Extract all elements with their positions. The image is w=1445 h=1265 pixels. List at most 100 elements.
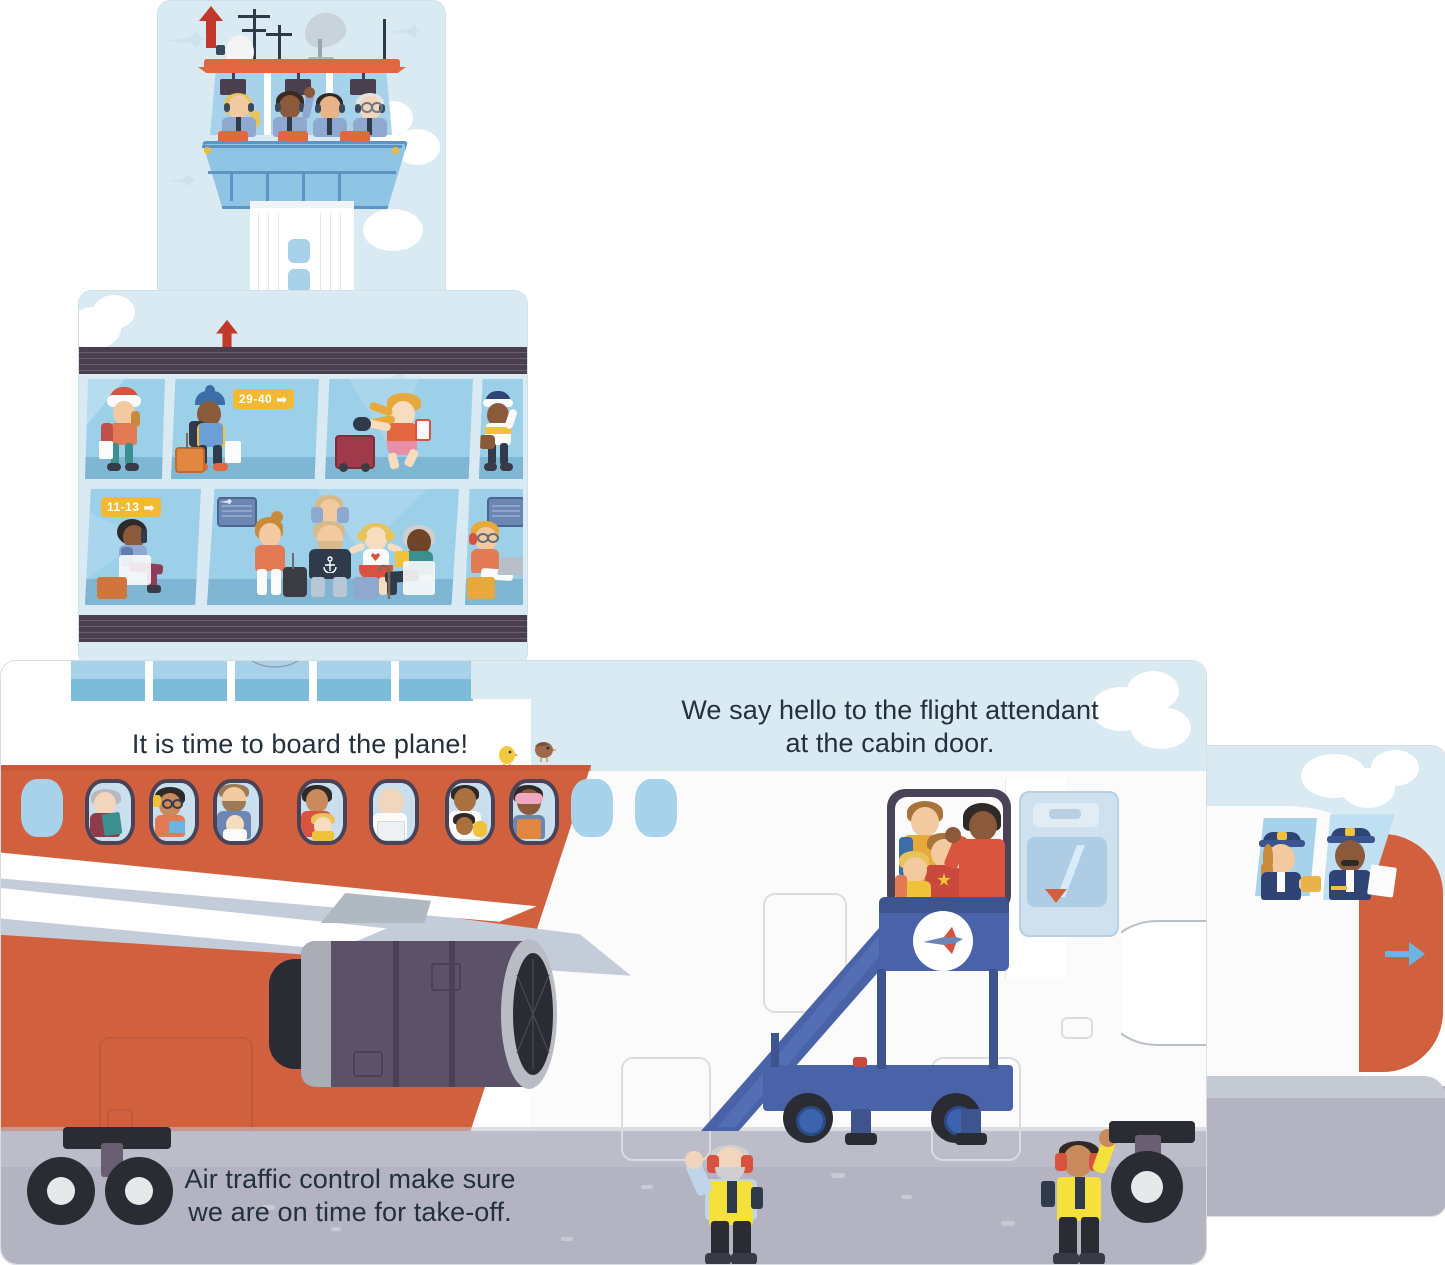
balcony-post: [266, 171, 269, 201]
door-handle: [1049, 809, 1081, 819]
cabin-window-sleep-mask: [509, 779, 559, 845]
seat: [403, 561, 435, 595]
engine-panel: [353, 1051, 383, 1077]
gate-sign-label: 11-13: [107, 500, 140, 514]
terminal-page[interactable]: 29-40 ➡: [78, 290, 528, 667]
stabiliser-foot: [955, 1133, 987, 1145]
beard: [715, 1167, 745, 1181]
ghost-plane-icon: [168, 173, 196, 187]
cargo-hold-door: [621, 1057, 711, 1161]
coffee-cup: [415, 419, 431, 441]
tower-cab-roof: [204, 59, 400, 70]
fuselage-seam: [1, 765, 591, 771]
shoulder-bag: [467, 577, 495, 599]
caption-board-plane: It is time to board the plane!: [131, 729, 469, 759]
handbag: [353, 577, 379, 599]
terminal-wall: [471, 661, 531, 699]
boarding-scene-page[interactable]: [0, 660, 1207, 1265]
newspaper: [377, 821, 405, 841]
sky-background: [531, 661, 1206, 786]
ghost-plane-icon: [391, 24, 421, 38]
monitor: [220, 79, 246, 95]
radio: [751, 1187, 763, 1209]
cloud: [1127, 671, 1179, 711]
airline-logo: [913, 911, 973, 971]
antenna-crossbar: [266, 33, 292, 36]
cloud: [93, 295, 135, 329]
cabin-window-father-baby: [213, 779, 263, 845]
tarmac-speckle: [901, 1195, 912, 1199]
baby-body: [223, 829, 247, 841]
platform-edge: [879, 897, 1009, 913]
cloud: [363, 209, 423, 251]
balcony-rail: [202, 145, 402, 148]
tie: [1075, 1177, 1085, 1209]
cloud: [1131, 707, 1191, 749]
caption-line: at the cabin door.: [785, 728, 995, 759]
beard: [222, 801, 246, 813]
antenna-mast: [278, 25, 281, 67]
tie: [727, 1181, 737, 1213]
toy: [473, 821, 487, 837]
cap-badge: [1345, 828, 1355, 836]
antenna-crossbar: [242, 29, 266, 32]
shaft-window: [288, 239, 310, 263]
terminal-window: [207, 489, 459, 605]
tablet: [169, 821, 185, 833]
shoulder-bag: [479, 435, 495, 449]
camera-icon: [216, 45, 225, 55]
terminal-glass-panel: [315, 661, 393, 703]
caption-line: We say hello to the flight attendant: [681, 695, 1099, 725]
headphone-cup: [153, 795, 161, 807]
engine-band: [301, 941, 331, 1087]
caption-air-traffic-control: Air traffic control make sure we are on …: [130, 1163, 570, 1230]
case-handle: [353, 417, 371, 431]
balcony-post: [230, 171, 233, 201]
gate-sign-upper[interactable]: 29-40 ➡: [233, 389, 294, 409]
sleep-mask: [515, 793, 543, 804]
cap-badge: [1277, 832, 1287, 840]
gate-sign-lower[interactable]: 11-13 ➡: [101, 497, 161, 517]
gear-bay: [63, 1127, 171, 1149]
up-arrow-icon: [199, 6, 223, 48]
laptop: [497, 557, 523, 575]
stabiliser-foot: [845, 1133, 877, 1145]
gate-sign-label: 29-40: [239, 392, 273, 406]
rear-gear-bay: [1109, 1121, 1195, 1143]
truck-stabiliser: [851, 1109, 871, 1137]
platform-leg: [877, 969, 886, 1069]
whip-antenna: [383, 19, 386, 67]
aircraft-shadow: [1, 1127, 1206, 1167]
tower-base-outline: [251, 661, 299, 668]
cabin-window-with-toy: [445, 779, 495, 845]
up-arrow-icon: [216, 319, 238, 359]
cloud: [1371, 750, 1419, 786]
thumb-notch[interactable]: [1121, 919, 1207, 1049]
terminal-window: 11-13 ➡: [85, 489, 201, 605]
blanket: [517, 819, 541, 839]
terminal-window: [325, 379, 473, 479]
tarmac-speckle: [261, 1205, 275, 1210]
balcony-post: [338, 171, 341, 201]
door-window-glint: [1057, 845, 1085, 897]
tarmac-speckle: [831, 1173, 845, 1178]
right-arrow-icon: [1385, 942, 1425, 966]
balcony-post: [302, 171, 305, 201]
caption-flight-attendant: We say hello to the flight attendant at …: [610, 694, 1170, 761]
caption-line: Air traffic control make sure: [184, 1164, 516, 1194]
right-arrow-icon: ➡: [276, 391, 288, 407]
antenna-crossbar: [238, 15, 270, 18]
checklist: [1367, 864, 1397, 898]
engine-panel: [431, 963, 461, 991]
radio: [1041, 1181, 1055, 1207]
controls: [1301, 876, 1321, 892]
ghost-plane-icon: [166, 31, 206, 48]
balcony-lamp: [392, 147, 399, 154]
terminal-window: [479, 379, 523, 479]
right-arrow-icon: ➡: [143, 499, 155, 515]
tarmac-speckle: [331, 1227, 341, 1231]
control-tower-page[interactable]: [157, 0, 446, 302]
cabin-window-headphones: [149, 779, 199, 845]
monitor-stem: [362, 73, 365, 81]
